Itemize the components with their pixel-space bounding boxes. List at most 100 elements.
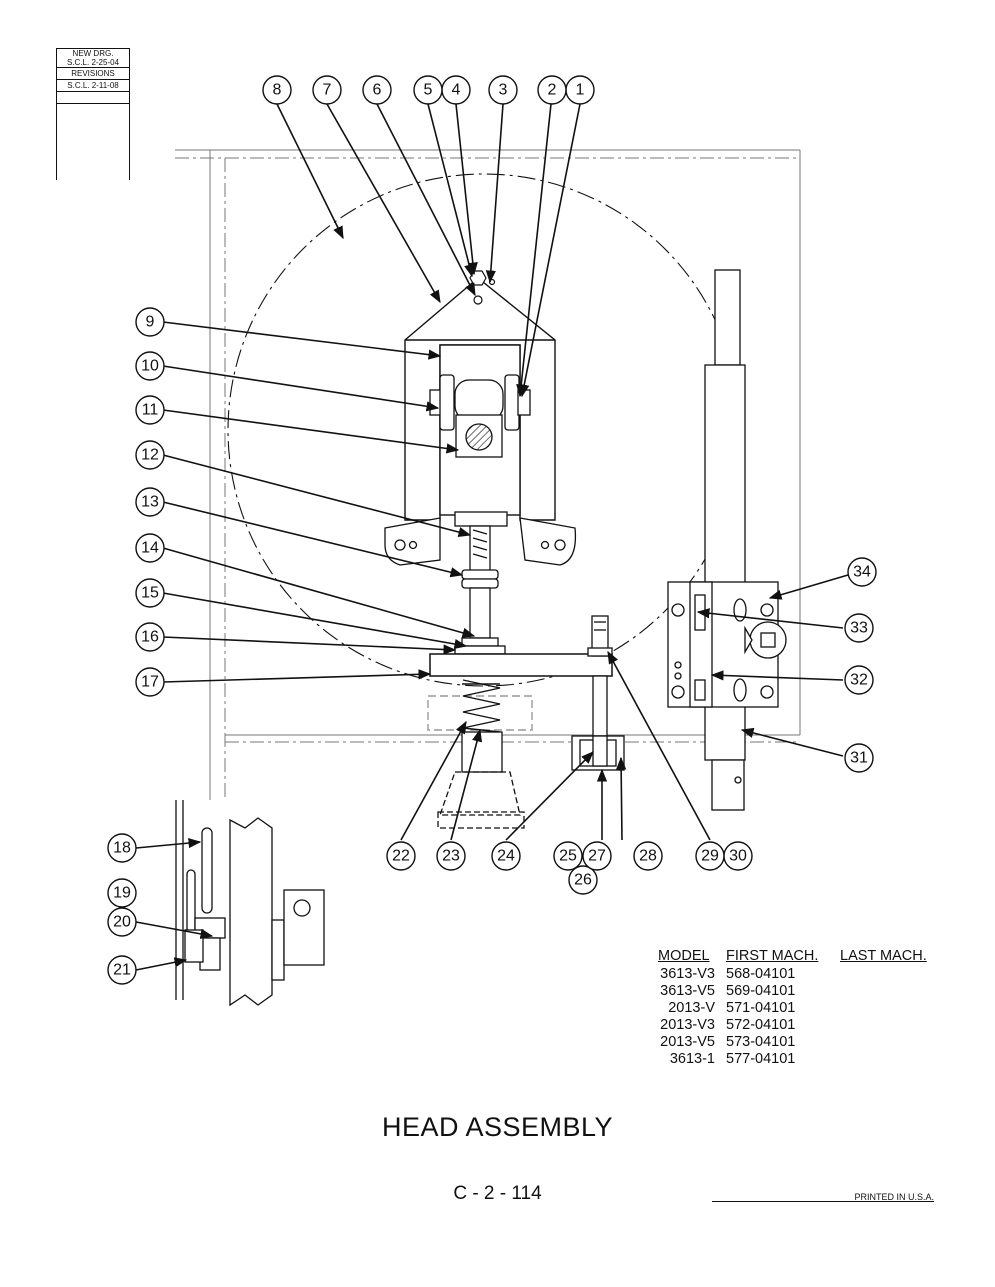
callout-26: 26 <box>568 865 598 895</box>
model-cell: 3613-1 <box>669 1051 715 1067</box>
new-drg-date: S.C.L. 2-25-04 <box>66 58 120 67</box>
callout-8: 8 <box>262 75 292 105</box>
callout-13: 13 <box>135 487 165 517</box>
callout-23-label: 23 <box>442 848 460 865</box>
callout-17: 17 <box>135 667 165 697</box>
callout-16: 16 <box>135 622 165 652</box>
callout-25: 25 <box>553 841 583 871</box>
callout-12: 12 <box>135 440 165 470</box>
callout-2: 2 <box>537 75 567 105</box>
callout-4-label: 4 <box>452 82 461 99</box>
callout-14: 14 <box>135 533 165 563</box>
callout-8-label: 8 <box>273 82 282 99</box>
callout-7: 7 <box>312 75 342 105</box>
callout-20-label: 20 <box>113 914 131 931</box>
callout-9-label: 9 <box>146 314 155 331</box>
callout-28: 28 <box>633 841 663 871</box>
new-drg-cell: NEW DRG. S.C.L. 2-25-04 <box>57 48 129 68</box>
callout-26-label: 26 <box>574 872 592 889</box>
callout-31: 31 <box>844 743 874 773</box>
model-header: MODEL <box>658 948 710 964</box>
first-mach-cell: 573-04101 <box>726 1034 796 1050</box>
callout-1: 1 <box>565 75 595 105</box>
callout-1-label: 1 <box>576 82 585 99</box>
callout-18-label: 18 <box>113 840 131 857</box>
model-cell: 2013-V3 <box>660 1017 715 1033</box>
callout-15: 15 <box>135 578 165 608</box>
callout-11-label: 11 <box>142 402 159 419</box>
compression-spring <box>427 679 533 733</box>
callout-27-label: 27 <box>588 848 606 865</box>
callout-33-label: 33 <box>850 620 868 637</box>
main-plate <box>429 653 613 677</box>
right-slide-assembly <box>667 269 787 811</box>
callout-7-label: 7 <box>323 82 332 99</box>
revision-date: S.C.L. 2-11-08 <box>57 80 129 92</box>
callout-22: 22 <box>386 841 416 871</box>
model-cell: 3613-V3 <box>660 966 715 982</box>
callout-25-label: 25 <box>559 848 577 865</box>
callout-4: 4 <box>441 75 471 105</box>
callout-23: 23 <box>436 841 466 871</box>
callout-17-label: 17 <box>141 674 159 691</box>
callout-34-label: 34 <box>853 564 871 581</box>
callout-29: 29 <box>695 841 725 871</box>
callout-32-label: 32 <box>850 672 868 689</box>
callout-10: 10 <box>135 351 165 381</box>
shaft-section <box>465 423 493 451</box>
callout-21: 21 <box>107 955 137 985</box>
leader-lines <box>135 103 849 971</box>
page-number: C - 2 - 114 <box>453 1183 542 1204</box>
callout-16-label: 16 <box>141 629 159 646</box>
callout-30-label: 30 <box>729 848 747 865</box>
callout-14-label: 14 <box>141 540 159 557</box>
callout-6: 6 <box>362 75 392 105</box>
model-cell: 2013-V5 <box>660 1034 715 1050</box>
printed-in-usa: PRINTED IN U.S.A. <box>854 1192 934 1202</box>
revisions-label: REVISIONS <box>57 68 129 80</box>
callout-20: 20 <box>107 907 137 937</box>
callout-5-label: 5 <box>424 82 433 99</box>
first-mach-cell: 569-04101 <box>726 983 796 999</box>
callout-19: 19 <box>107 878 137 908</box>
first-mach-cell: 572-04101 <box>726 1017 796 1033</box>
callout-34: 34 <box>847 557 877 587</box>
callout-5: 5 <box>413 75 443 105</box>
page-title: HEAD ASSEMBLY <box>381 1112 614 1142</box>
callout-12-label: 12 <box>141 447 159 464</box>
new-drg-label: NEW DRG. <box>72 49 114 58</box>
callout-9: 9 <box>135 307 165 337</box>
callout-33: 33 <box>844 613 874 643</box>
model-cell: 3613-V5 <box>660 983 715 999</box>
callout-30: 30 <box>723 841 753 871</box>
callout-18: 18 <box>107 833 137 863</box>
first-mach-cell: 571-04101 <box>726 1000 796 1016</box>
callout-balloons: 1 2 3 4 5 6 7 8 9 10 11 12 13 14 15 16 1… <box>107 75 877 985</box>
first-mach-cell: 577-04101 <box>726 1051 796 1067</box>
printed-rule <box>712 1201 934 1202</box>
callout-32: 32 <box>844 665 874 695</box>
first-mach-cell: 568-04101 <box>726 966 796 982</box>
callout-3: 3 <box>488 75 518 105</box>
lower-nozzle <box>437 731 525 829</box>
revision-empty-cell <box>57 92 129 104</box>
mounting-ears <box>384 517 577 566</box>
callout-28-label: 28 <box>639 848 657 865</box>
callout-10-label: 10 <box>141 358 159 375</box>
machine-frame-outline <box>175 149 801 800</box>
inset-side-view <box>175 800 325 1007</box>
callout-19-label: 19 <box>113 885 131 902</box>
callout-31-label: 31 <box>850 750 868 767</box>
last-mach-header: LAST MACH. <box>840 948 927 964</box>
callout-6-label: 6 <box>373 82 382 99</box>
model-cell: 2013-V <box>668 1000 715 1016</box>
stud-and-block <box>571 615 625 771</box>
callout-2-label: 2 <box>548 82 557 99</box>
callout-29-label: 29 <box>701 848 719 865</box>
callout-13-label: 13 <box>141 494 159 511</box>
callout-24-label: 24 <box>497 848 515 865</box>
callout-15-label: 15 <box>141 585 159 602</box>
callout-27: 27 <box>582 841 612 871</box>
callout-11: 11 <box>135 395 165 425</box>
